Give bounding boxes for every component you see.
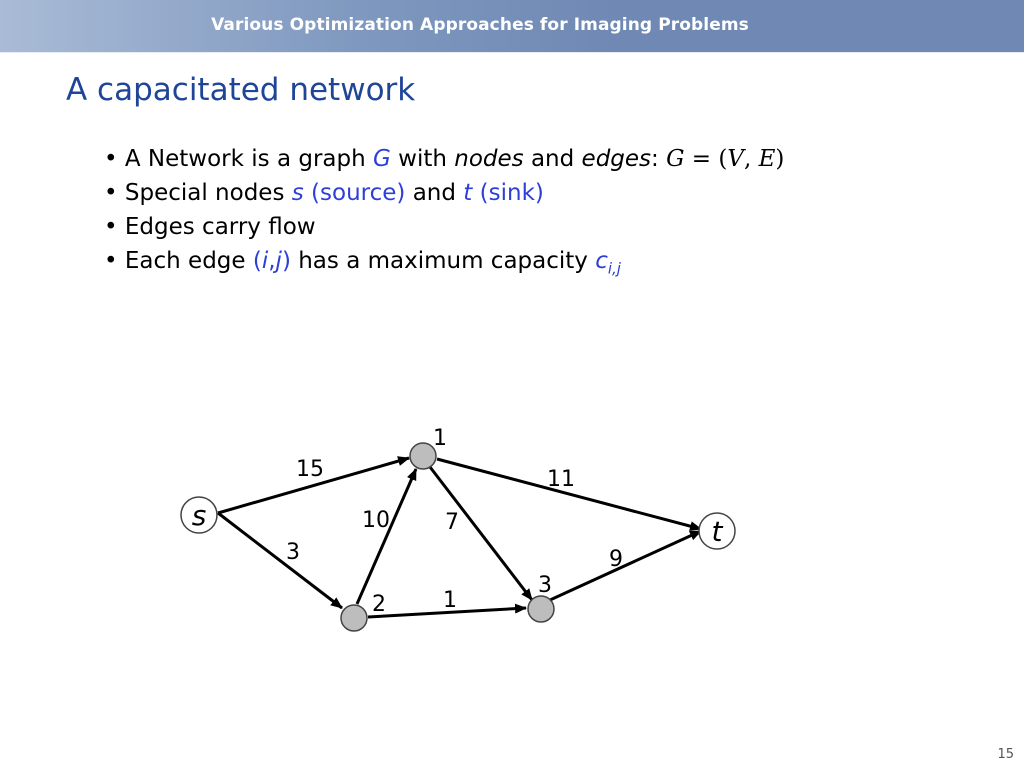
graph-symbol: G <box>373 146 391 172</box>
bullet-4: • Each edge (i,j) has a maximum capacity… <box>104 248 621 278</box>
graph-equation: G = (V, E) <box>666 146 785 172</box>
edge-s-1 <box>217 456 410 515</box>
capacity-s-1: 15 <box>296 457 324 482</box>
bullet-list: • A Network is a graph G with nodes and … <box>104 142 784 286</box>
header-banner: Various Optimization Approaches for Imag… <box>0 0 1024 53</box>
bullet-3: • Edges carry flow <box>104 214 316 240</box>
node-1-label: 1 <box>433 426 447 451</box>
node-2 <box>340 604 368 632</box>
edge-2-1 <box>355 468 418 605</box>
capacity-1-3: 7 <box>445 510 459 535</box>
capacity-2-1: 10 <box>362 508 390 533</box>
node-t <box>698 512 736 550</box>
edge-s-2 <box>217 511 343 610</box>
capacity-3-t: 9 <box>609 547 623 572</box>
edge-2-3 <box>367 603 527 619</box>
edge-1-t <box>436 457 702 532</box>
capacity-s-2: 3 <box>286 540 300 565</box>
header-title: Various Optimization Approaches for Imag… <box>211 15 749 35</box>
slide-title: A capacitated network <box>66 72 416 108</box>
node-s <box>180 496 218 534</box>
node-s-label: s <box>192 499 207 532</box>
node-2-label: 2 <box>372 592 386 617</box>
bullet-2: • Special nodes s (source) and t (sink) <box>104 180 544 206</box>
capacity-1-t: 11 <box>547 467 575 492</box>
node-1 <box>409 442 437 470</box>
node-t-label: t <box>712 515 724 548</box>
node-3-label: 3 <box>538 573 552 598</box>
bullet-1: • A Network is a graph G with nodes and … <box>104 146 785 172</box>
page-number: 15 <box>997 747 1014 762</box>
node-3 <box>527 595 555 623</box>
capacity-2-3: 1 <box>443 588 457 613</box>
edge-1-3 <box>428 466 534 601</box>
edge-3-t <box>549 529 702 602</box>
